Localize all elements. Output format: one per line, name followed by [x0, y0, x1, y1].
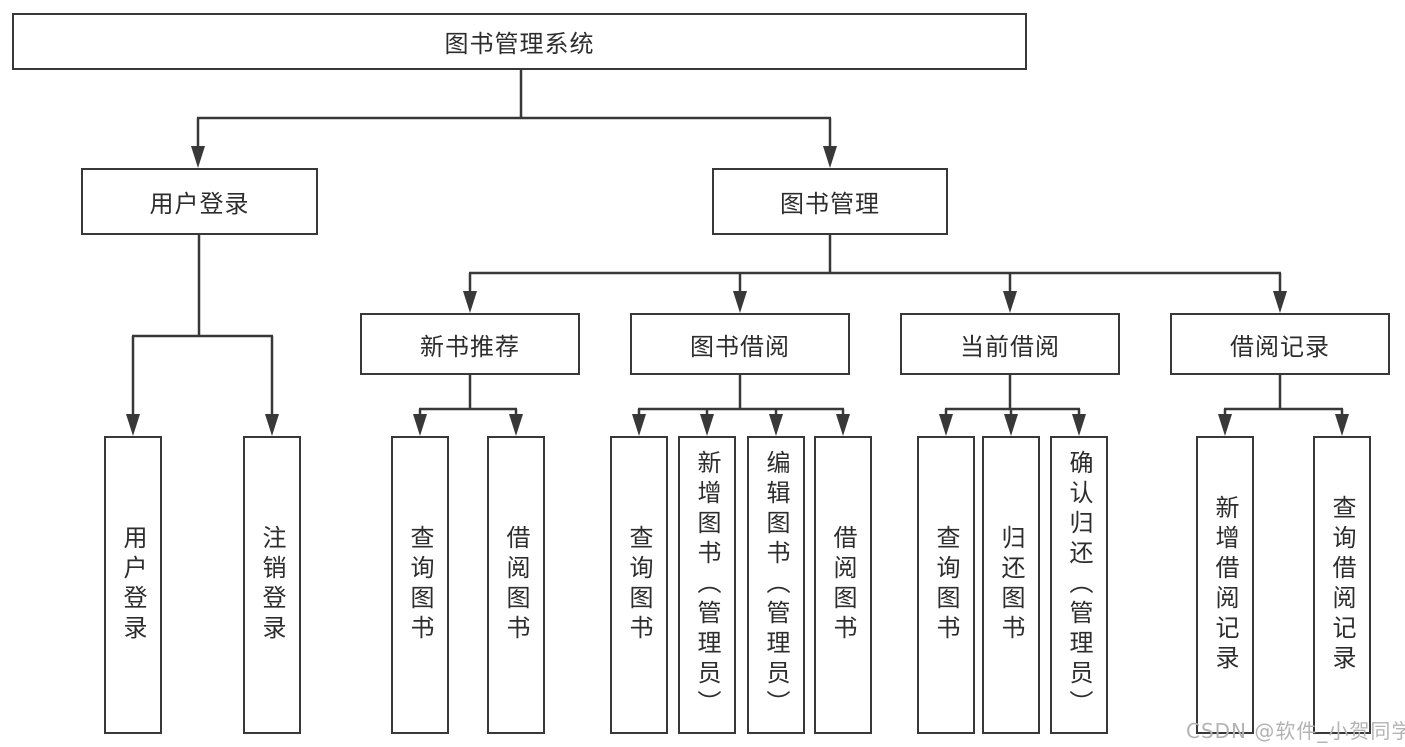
leaf-borrow-add-books-admin: 新增图书（管理员）: [678, 436, 736, 734]
leaf-current-query-books: 查询图书: [917, 436, 975, 734]
csdn-watermark: CSDN @软件_小贺同学: [1186, 719, 1405, 743]
connector-userlogin-to-leaves: [126, 235, 279, 436]
leaf-records-add-record: 新增借阅记录: [1196, 436, 1254, 734]
leaf-logout: 注销登录: [243, 436, 301, 734]
node-borrow-records: 借阅记录: [1170, 313, 1390, 375]
leaf-newrec-borrow-books: 借阅图书: [487, 436, 545, 734]
leaf-newrec-query-books: 查询图书: [391, 436, 449, 734]
connector-newrec-to-leaves: [413, 375, 523, 436]
leaf-user-login: 用户登录: [104, 436, 162, 734]
node-book-management: 图书管理: [712, 168, 948, 235]
connector-root-to-level2: [191, 70, 837, 168]
node-book-borrow: 图书借阅: [630, 313, 850, 375]
node-new-book-recommend: 新书推荐: [360, 313, 580, 375]
leaf-records-query-record: 查询借阅记录: [1313, 436, 1371, 734]
node-current-borrow: 当前借阅: [900, 313, 1120, 375]
connector-bookmgmt-to-level3: [463, 235, 1287, 313]
leaf-borrow-query-books: 查询图书: [610, 436, 668, 734]
leaf-current-return-books: 归还图书: [982, 436, 1040, 734]
leaf-borrow-borrow-books: 借阅图书: [814, 436, 872, 734]
connector-currentborrow-to-leaves: [939, 375, 1086, 436]
node-user-login: 用户登录: [81, 168, 318, 235]
connector-bookborrow-to-leaves: [632, 375, 850, 436]
node-root-system: 图书管理系统: [12, 13, 1027, 70]
connector-records-to-leaves: [1218, 375, 1349, 436]
leaf-current-confirm-return-admin: 确认归还（管理员）: [1050, 436, 1108, 734]
leaf-borrow-edit-books-admin: 编辑图书（管理员）: [747, 436, 805, 734]
